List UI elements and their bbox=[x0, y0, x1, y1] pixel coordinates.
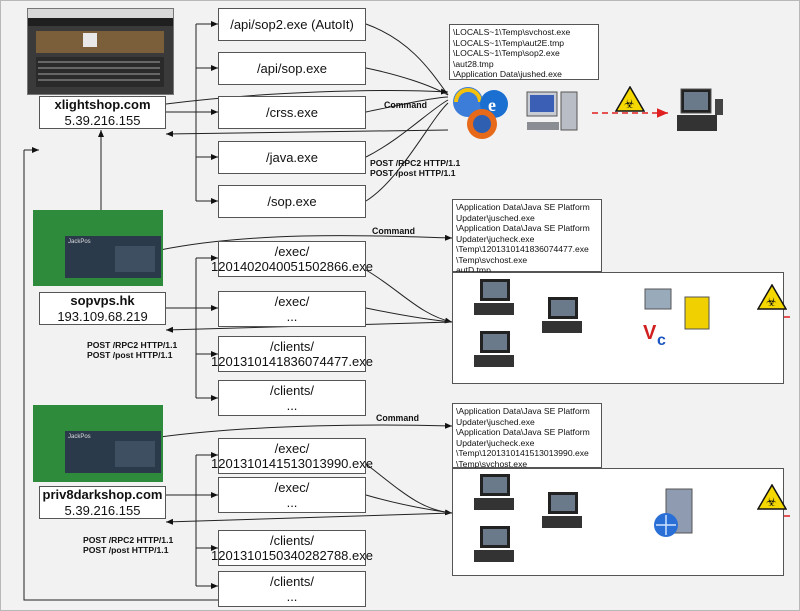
file-path: \Application Data\Java SE Platform bbox=[456, 223, 590, 233]
biohazard-icon: ☣ bbox=[757, 284, 787, 310]
host-box-priv8darkshop: priv8darkshop.com 5.39.216.155 bbox=[39, 486, 166, 519]
post-post-label: POST /post HTTP/1.1 bbox=[83, 545, 169, 555]
path-label: /clients/ bbox=[269, 574, 315, 589]
path-label: /exec/ bbox=[274, 441, 310, 456]
file-path: \Application Data\jushed.exe bbox=[453, 69, 562, 79]
jackpos-panel-screenshot: JackPos bbox=[33, 405, 163, 482]
host-name: priv8darkshop.com bbox=[42, 486, 163, 502]
path-box: /sop.exe bbox=[218, 185, 366, 218]
command-label: Command bbox=[376, 413, 420, 423]
pos-terminals-group bbox=[474, 279, 582, 367]
path-label: /crss.exe bbox=[265, 105, 318, 120]
path-box: /exec/1201310141513013990.exe bbox=[211, 438, 373, 474]
dropped-files-bot: \Application Data\Java SE Platform Updat… bbox=[452, 403, 602, 469]
file-path: Updater\jucheck.exe bbox=[456, 233, 535, 244]
path-box: /api/sop.exe bbox=[218, 52, 366, 85]
jackpos-panel-screenshot: JackPos bbox=[33, 210, 163, 286]
pos-terminal-icon bbox=[677, 88, 723, 131]
path-box: /exec/... bbox=[218, 477, 366, 513]
svg-text:c: c bbox=[657, 332, 666, 349]
biohazard-icon: ☣ bbox=[615, 86, 645, 112]
file-path: \Temp\svchost.exe bbox=[456, 254, 528, 265]
dropped-files-mid: \Application Data\Java SE Platform Updat… bbox=[452, 199, 602, 275]
file-path: \Temp\svchost.exe bbox=[456, 458, 528, 469]
path-label: /exec/ bbox=[274, 480, 310, 495]
command-label: Command bbox=[384, 100, 428, 110]
path-box: /clients/1201310141836074477.exe bbox=[211, 336, 373, 372]
post-labels: POST /RPC2 HTTP/1.1 POST /post HTTP/1.1 bbox=[370, 158, 460, 178]
jackpos-title: JackPos bbox=[68, 239, 91, 245]
svg-text:V: V bbox=[643, 322, 657, 344]
post-rpc2-label: POST /RPC2 HTTP/1.1 bbox=[87, 340, 178, 350]
file-path: \Application Data\Java SE Platform bbox=[456, 406, 590, 416]
path-label: ... bbox=[286, 398, 298, 413]
svg-text:☣: ☣ bbox=[766, 495, 777, 509]
browser-icons: e bbox=[453, 87, 508, 139]
path-box: /crss.exe bbox=[218, 96, 366, 129]
path-label: /exec/ bbox=[274, 244, 310, 259]
path-label: /clients/ bbox=[269, 339, 315, 354]
file-path: \LOCALS~1\Temp\svchost.exe bbox=[453, 27, 571, 37]
path-box: /java.exe bbox=[218, 141, 366, 174]
path-box: /clients/1201310150340282788.exe bbox=[211, 530, 373, 566]
path-label: /clients/ bbox=[269, 533, 315, 548]
path-box: /clients/... bbox=[218, 380, 366, 416]
path-label: ... bbox=[286, 495, 298, 510]
xlightshop-screenshot bbox=[27, 8, 174, 95]
post-post-label: POST /post HTTP/1.1 bbox=[87, 350, 173, 360]
svg-text:e: e bbox=[488, 95, 496, 115]
file-path: Updater\jusched.exe bbox=[456, 416, 535, 427]
host-box-sopvps: sopvps.hk 193.109.68.219 bbox=[39, 292, 166, 325]
host-ip: 193.109.68.219 bbox=[57, 308, 148, 324]
post-rpc2-label: POST /RPC2 HTTP/1.1 bbox=[83, 535, 174, 545]
host-ip: 5.39.216.155 bbox=[64, 502, 141, 518]
pos-terminals-group bbox=[474, 474, 582, 562]
host-box-xlightshop: xlightshop.com 5.39.216.155 bbox=[39, 96, 166, 129]
file-path: Updater\jusched.exe bbox=[456, 212, 535, 223]
post-rpc2-label: POST /RPC2 HTTP/1.1 bbox=[370, 158, 461, 168]
remote-tools-icons: V c bbox=[643, 288, 710, 349]
svg-text:☣: ☣ bbox=[624, 97, 635, 111]
path-label: 1201402040051502866.exe bbox=[211, 259, 373, 274]
path-label: /exec/ bbox=[274, 294, 310, 309]
host-name: sopvps.hk bbox=[70, 292, 135, 308]
path-label: /java.exe bbox=[265, 150, 319, 165]
file-path: Updater\jucheck.exe bbox=[456, 437, 535, 448]
file-path: \aut28.tmp bbox=[453, 58, 494, 69]
file-path: \Temp\1201310141513013990.exe bbox=[456, 448, 589, 458]
dropped-files-top: \LOCALS~1\Temp\svchost.exe \LOCALS~1\Tem… bbox=[449, 24, 599, 80]
post-labels: POST /RPC2 HTTP/1.1 POST /post HTTP/1.1 bbox=[87, 340, 177, 360]
path-label: 1201310141513013990.exe bbox=[211, 456, 373, 471]
biohazard-icon: ☣ bbox=[757, 484, 787, 510]
server-globe-icon bbox=[654, 488, 693, 537]
path-label: /api/sop.exe bbox=[256, 61, 328, 76]
path-label: /sop.exe bbox=[267, 194, 317, 209]
host-ip: 5.39.216.155 bbox=[64, 112, 141, 128]
file-path: \Temp\1201310141836074477.exe bbox=[456, 244, 589, 254]
path-label: ... bbox=[286, 309, 298, 324]
post-post-label: POST /post HTTP/1.1 bbox=[370, 168, 456, 178]
path-label: 1201310150340282788.exe bbox=[211, 548, 373, 563]
file-path: \LOCALS~1\Temp\aut2E.tmp bbox=[453, 37, 565, 48]
post-labels: POST /RPC2 HTTP/1.1 POST /post HTTP/1.1 bbox=[83, 535, 173, 555]
path-box: /exec/... bbox=[218, 291, 366, 327]
path-box: /clients/... bbox=[218, 571, 366, 607]
path-box: /exec/1201402040051502866.exe bbox=[211, 241, 373, 277]
path-box: /api/sop2.exe (AutoIt) bbox=[218, 8, 366, 41]
path-label: 1201310141836074477.exe bbox=[211, 354, 373, 369]
file-path: \Application Data\Java SE Platform bbox=[456, 427, 590, 437]
file-path: \Application Data\Java SE Platform bbox=[456, 202, 590, 212]
desktop-computer-icon bbox=[526, 91, 578, 131]
file-path: autD.tmp bbox=[456, 265, 491, 275]
host-name: xlightshop.com bbox=[54, 96, 151, 112]
file-path: \LOCALS~1\Temp\sop2.exe bbox=[453, 48, 560, 58]
jackpos-title: JackPos bbox=[68, 434, 91, 440]
svg-text:☣: ☣ bbox=[766, 295, 777, 309]
path-label: /api/sop2.exe (AutoIt) bbox=[230, 17, 354, 32]
path-label: ... bbox=[286, 589, 298, 604]
command-label: Command bbox=[372, 226, 416, 236]
path-label: /clients/ bbox=[269, 383, 315, 398]
